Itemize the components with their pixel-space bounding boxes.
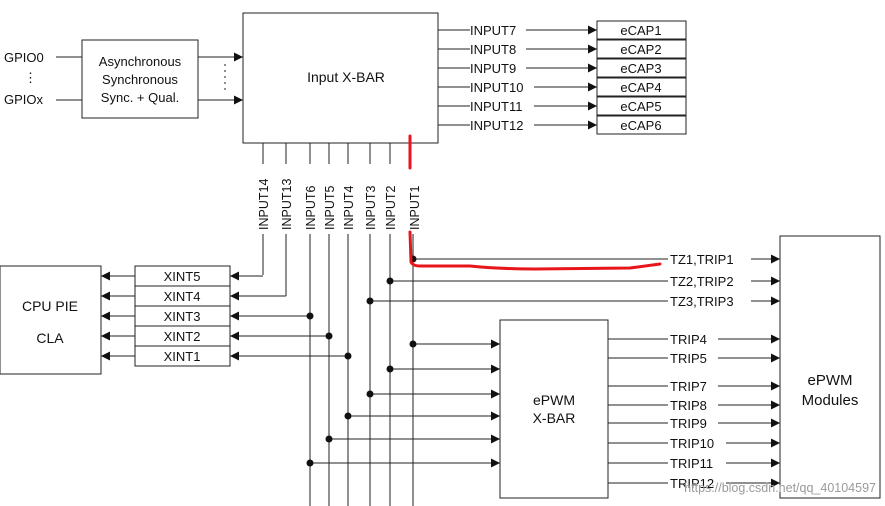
ecap4-block <box>596 77 687 97</box>
ecap-input-label-3: INPUT9 <box>470 61 516 76</box>
vertical-input-labels: INPUT14 INPUT13 INPUT6 INPUT5 INPUT4 INP… <box>257 179 422 230</box>
ecap-module-label-2: eCAP2 <box>620 42 661 57</box>
ecap-module-label-3: eCAP3 <box>620 61 661 76</box>
ecap6-block <box>596 115 687 135</box>
vertical-input-stubs <box>262 143 391 164</box>
gpio-first-label: GPIO0 <box>4 50 44 65</box>
trip7-label-bg <box>668 378 718 394</box>
xint2-label: XINT2 <box>164 329 201 344</box>
ecap-module-label-4: eCAP4 <box>620 80 661 95</box>
junction-dot <box>325 435 333 443</box>
ecap-input-label-5: INPUT11 <box>470 99 523 114</box>
trip9-label-bg <box>668 415 718 431</box>
epwm-xbar-line-2: X-BAR <box>533 410 576 426</box>
sync-line-1: Asynchronous <box>99 54 182 69</box>
xint1-label: XINT1 <box>164 349 201 364</box>
tz2-label: TZ2,TRIP2 <box>670 274 734 289</box>
input-xbar-block <box>242 12 439 144</box>
trip10-label: TRIP10 <box>670 436 714 451</box>
junction-dot <box>325 332 333 340</box>
trip8-label: TRIP8 <box>670 398 707 413</box>
trip10-label-bg <box>668 435 726 451</box>
input5-label: INPUT5 <box>323 186 337 231</box>
cla-label: CLA <box>36 330 64 346</box>
junction-dot <box>366 297 374 305</box>
input4-label: INPUT4 <box>342 186 356 231</box>
xint4-label: XINT4 <box>164 289 201 304</box>
xint-stack: XINT5 XINT4 XINT3 XINT2 XINT1 <box>101 265 231 367</box>
input2-label: INPUT2 <box>384 186 398 231</box>
tz3-label: TZ3,TRIP3 <box>670 294 734 309</box>
highlight-input1-path <box>408 230 662 271</box>
sync-line-2: Synchronous <box>102 72 178 87</box>
junction-dot <box>386 365 394 373</box>
junction-dot <box>409 340 417 348</box>
ecap1-block <box>596 20 687 40</box>
trip9-label: TRIP9 <box>670 416 707 431</box>
ecap-input-label-4: INPUT10 <box>470 80 523 95</box>
gpio-last-label: GPIOx <box>4 92 44 107</box>
trip4-label-bg <box>668 331 718 347</box>
tz1-label: TZ1,TRIP1 <box>670 252 734 267</box>
junction-dot <box>344 352 352 360</box>
trip-outputs: TRIP4 TRIP5 TRIP7 TRIP8 TRIP9 TRIP10 TRI… <box>608 331 780 491</box>
epwm-xbar-block <box>499 319 609 499</box>
watermark-text: https://blog.csdn.net/qq_40104597 <box>684 481 876 495</box>
trip11-label-bg <box>668 455 726 471</box>
input14-label: INPUT14 <box>257 179 271 230</box>
ecap-module-label-5: eCAP5 <box>620 99 661 114</box>
input6-label: INPUT6 <box>304 186 318 231</box>
junction-dots <box>306 255 417 467</box>
epwm-xbar-inputs <box>310 339 500 468</box>
cpu-pie-label: CPU PIE <box>22 298 78 314</box>
ecap-module-label-1: eCAP1 <box>620 23 661 38</box>
epwm-xbar-line-1: ePWM <box>533 392 575 408</box>
ecap-outputs: INPUT7 eCAP1 INPUT8 eCAP2 INPUT9 eCAP3 I… <box>438 20 687 135</box>
trip5-label: TRIP5 <box>670 351 707 366</box>
epwm-modules-line-2: Modules <box>802 392 859 409</box>
input-xbar-title: Input X-BAR <box>307 69 385 85</box>
junction-dot <box>386 277 394 285</box>
input1-label: INPUT1 <box>408 186 422 231</box>
ecap5-block <box>596 96 687 116</box>
trip5-label-bg <box>668 350 718 366</box>
xint3-label: XINT3 <box>164 309 201 324</box>
trip8-label-bg <box>668 397 718 413</box>
ecap-input-label-6: INPUT12 <box>470 118 523 133</box>
tz1-label-bg <box>668 251 751 267</box>
xint5-label: XINT5 <box>164 269 201 284</box>
trip12-label: TRIP12 <box>670 476 714 491</box>
input13-label: INPUT13 <box>280 179 294 230</box>
gpio-ellipsis: ⋮ <box>24 70 37 85</box>
junction-dot <box>344 412 352 420</box>
ecap2-block <box>596 39 687 59</box>
ecap-module-label-6: eCAP6 <box>620 118 661 133</box>
ecap3-block <box>596 58 687 78</box>
sync-line-3: Sync. + Qual. <box>101 90 179 105</box>
tz3-label-bg <box>668 293 751 309</box>
epwm-modules-block <box>779 235 881 499</box>
ecap-input-label-1: INPUT7 <box>470 23 516 38</box>
trip7-label: TRIP7 <box>670 379 707 394</box>
junction-dot <box>306 312 314 320</box>
trip4-label: TRIP4 <box>670 332 707 347</box>
input3-label: INPUT3 <box>364 186 378 231</box>
trip11-label: TRIP11 <box>670 456 713 471</box>
sync-qual-block <box>81 39 199 119</box>
epwm-modules-line-1: ePWM <box>808 372 853 389</box>
trip12-label-bg <box>668 475 726 491</box>
junction-dot <box>366 390 374 398</box>
cpu-pie-cla-block <box>0 265 102 375</box>
ecap-input-label-2: INPUT8 <box>470 42 516 57</box>
tz2-label-bg <box>668 273 751 289</box>
junction-dot <box>306 459 314 467</box>
